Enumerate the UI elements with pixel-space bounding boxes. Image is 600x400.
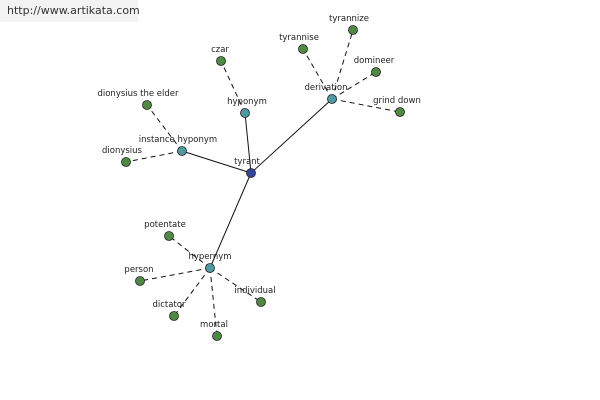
node-person-circle[interactable] [135,276,145,286]
node-domineer[interactable]: domineer [354,56,395,77]
graph-edges [125,29,401,337]
node-dionysius-the-elder-label: dionysius the elder [97,89,179,99]
node-dionysius-circle[interactable] [121,157,131,167]
node-grind-down-circle[interactable] [395,107,405,117]
node-czar-circle[interactable] [216,56,226,66]
node-tyrannize-label: tyrannize [329,14,369,24]
node-tyrannise-label: tyrannise [279,33,319,43]
edge-derivation-tyrannize [331,29,354,100]
edge-hypernym-person [139,267,211,282]
node-hyponym-circle[interactable] [240,108,250,118]
node-hypernym-label: hypernym [188,252,231,262]
node-dionysius-the-elder-circle[interactable] [142,100,152,110]
node-tyrant[interactable]: tyrant [234,157,261,178]
edge-hypernym-dictator [173,267,211,317]
edge-tyrant-hypernym [209,172,252,269]
node-tyrannise-circle[interactable] [298,44,308,54]
node-derivation[interactable]: derivation [304,83,348,104]
node-tyrant-circle[interactable] [246,168,256,178]
node-potentate[interactable]: potentate [144,220,186,241]
node-domineer-circle[interactable] [371,67,381,77]
edge-tyrant-hyponym [244,112,252,174]
edge-derivation-grind-down [331,98,401,113]
node-person[interactable]: person [124,265,154,286]
node-tyrant-label: tyrant [234,157,260,167]
node-dionysius-the-elder[interactable]: dionysius the elder [97,89,179,110]
node-derivation-circle[interactable] [327,94,337,104]
node-tyrannize-circle[interactable] [348,25,358,35]
node-dictator[interactable]: dictator [153,300,187,321]
edge-instance-hyponym-dionysius [125,150,183,163]
node-hyponym-label: hyponym [227,97,267,107]
node-mortal-label: mortal [200,320,228,330]
node-instance-hyponym[interactable]: instance hyponym [139,135,217,156]
node-hyponym[interactable]: hyponym [227,97,267,118]
node-dionysius-label: dionysius [102,146,143,156]
edge-instance-hyponym-dionysius-the-elder [146,104,183,152]
edge-hypernym-mortal [209,267,218,337]
node-dictator-circle[interactable] [169,311,179,321]
node-tyrannise[interactable]: tyrannise [279,33,319,54]
watermark-url: http://www.artikata.com [0,0,140,22]
node-mortal-circle[interactable] [212,331,222,341]
node-person-label: person [124,265,153,275]
edge-tyrant-instance-hyponym [181,150,252,174]
edge-derivation-tyrannise [302,48,333,100]
node-czar[interactable]: czar [211,45,229,66]
node-dionysius[interactable]: dionysius [102,146,143,167]
node-potentate-label: potentate [144,220,186,230]
node-instance-hyponym-label: instance hyponym [139,135,217,145]
node-derivation-label: derivation [304,83,347,93]
node-individual[interactable]: individual [234,286,276,307]
node-domineer-label: domineer [354,56,395,66]
node-hypernym[interactable]: hypernym [188,252,232,273]
node-tyrannize[interactable]: tyrannize [329,14,369,35]
node-mortal[interactable]: mortal [200,320,228,341]
edge-tyrant-derivation [250,98,333,174]
edge-hypernym-individual [209,267,262,303]
node-grind-down-label: grind down [373,96,421,106]
node-potentate-circle[interactable] [164,231,174,241]
node-dictator-label: dictator [153,300,187,310]
edge-hyponym-czar [220,60,246,114]
node-grind-down[interactable]: grind down [373,96,421,117]
node-individual-circle[interactable] [256,297,266,307]
node-individual-label: individual [234,286,275,296]
node-czar-label: czar [211,45,229,55]
node-hypernym-circle[interactable] [205,263,215,273]
node-instance-hyponym-circle[interactable] [177,146,187,156]
